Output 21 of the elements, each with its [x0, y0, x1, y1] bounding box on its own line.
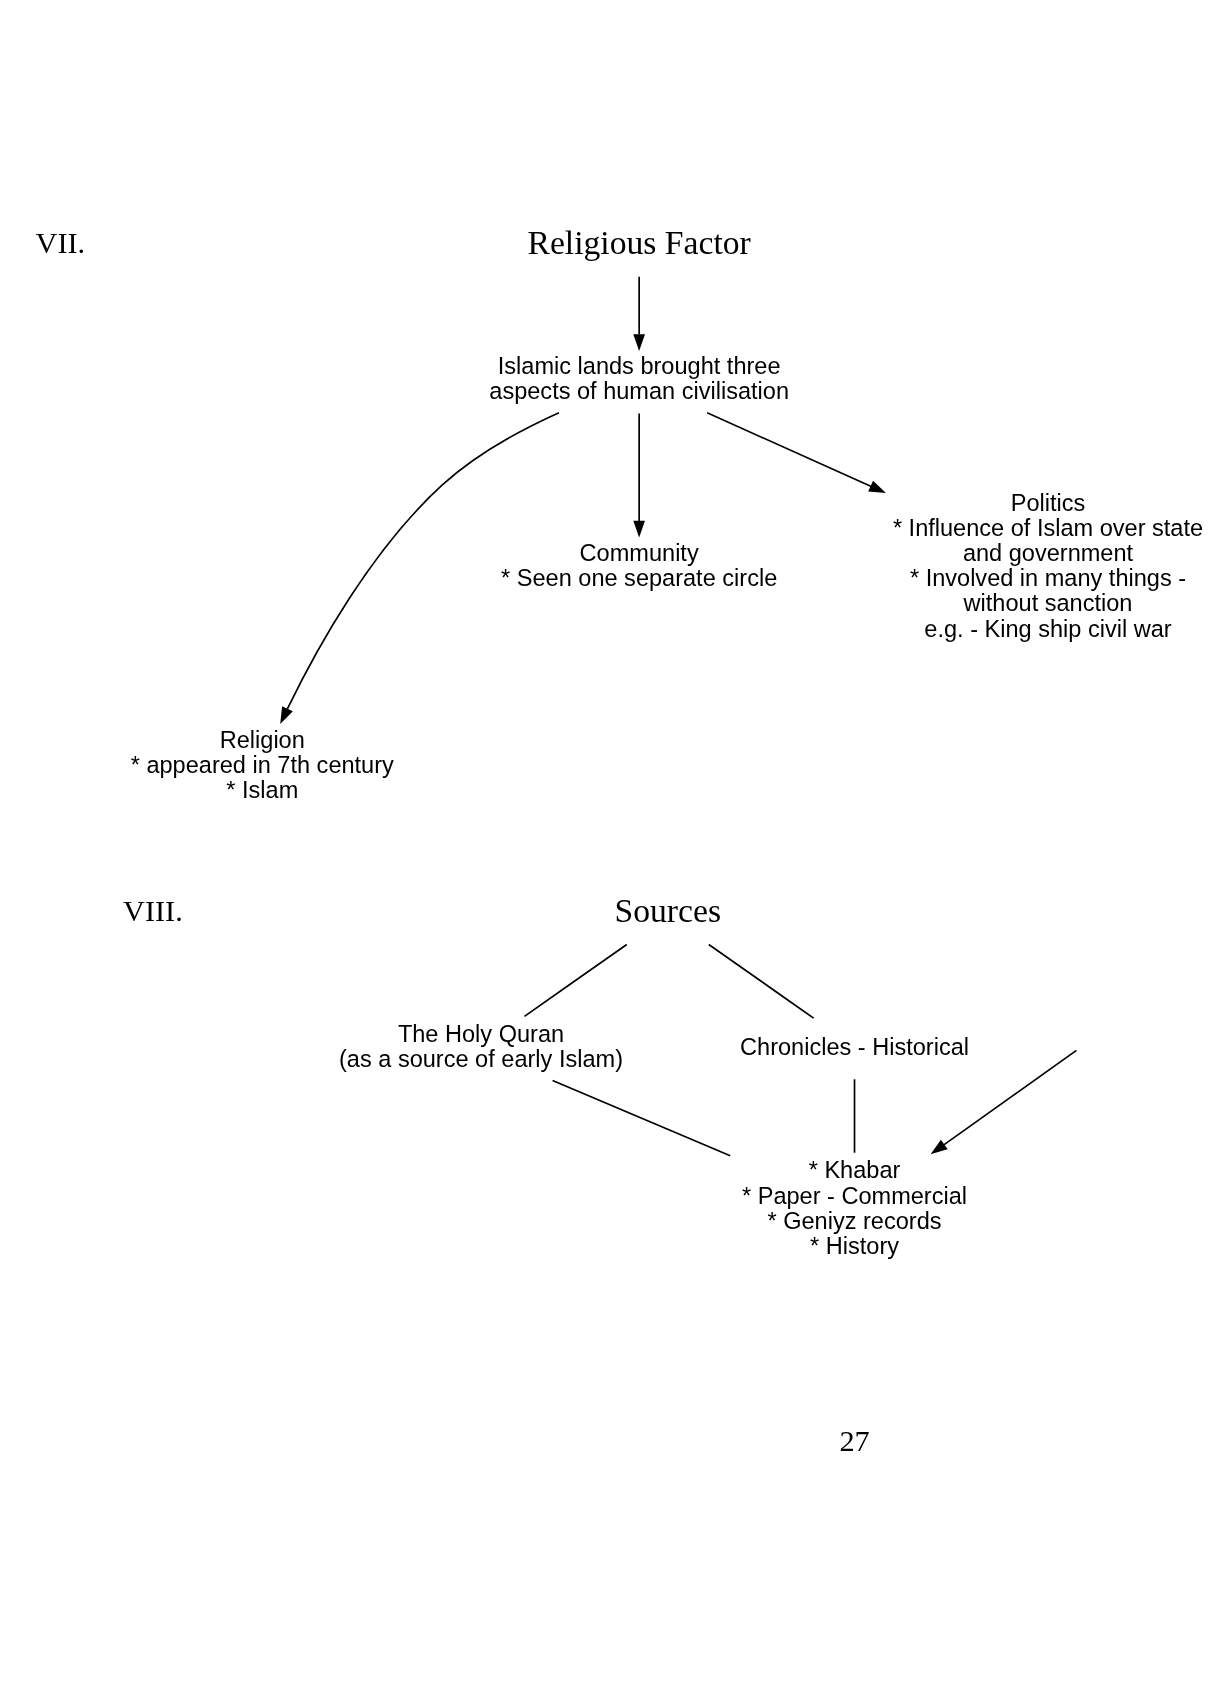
arrow: [633, 412, 646, 538]
node-text: Religious Factor: [527, 223, 751, 261]
connector: [853, 1077, 856, 1154]
node-text: Sources: [614, 891, 722, 929]
node-text: Chronicles - Historical: [740, 1033, 970, 1060]
node-text: Religion * appeared in 7th century * Islam: [130, 726, 394, 803]
connector: [523, 943, 628, 1017]
node-text: * Khabar * Paper - Commercial * Geniyz records * History: [741, 1156, 968, 1259]
connector: [707, 943, 815, 1019]
label: 27: [839, 1423, 870, 1458]
node-text: Politics * Influence of Islam over state and government * Involved in many things - without sanction e.g. - King ship civil war: [892, 489, 1204, 642]
connector: [551, 1079, 732, 1157]
node-text: The Holy Quran (as a source of early Islam): [339, 1020, 623, 1072]
arrow: [706, 411, 886, 493]
label: VIII.: [123, 893, 183, 928]
arrow: [633, 275, 646, 351]
label: VII.: [35, 225, 86, 260]
node-text: Islamic lands brought three aspects of human civilisation: [489, 352, 790, 404]
node-text: Community * Seen one separate circle: [501, 539, 778, 591]
arrow: [280, 411, 560, 724]
arrow: [930, 1049, 1078, 1154]
